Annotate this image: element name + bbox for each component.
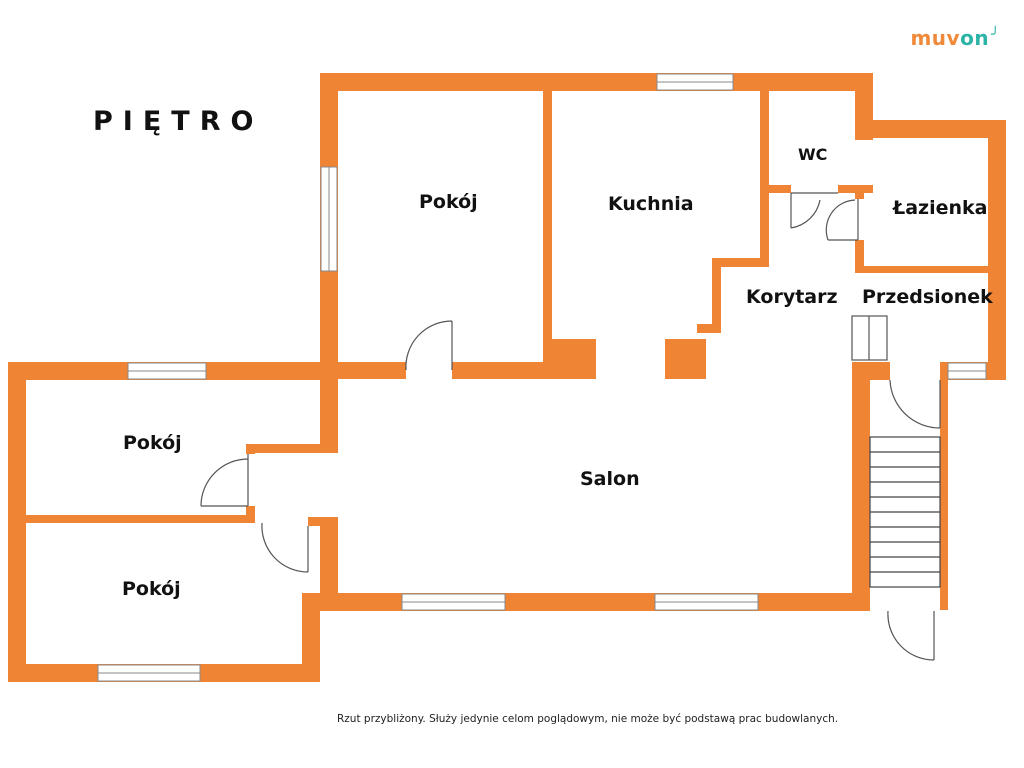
wall-salon-top-left bbox=[320, 362, 406, 379]
wall-bath-left-upper bbox=[855, 185, 864, 199]
windows bbox=[97, 73, 987, 682]
room-label-korytarz: Korytarz bbox=[746, 286, 838, 308]
doors bbox=[200, 192, 941, 661]
room-label-salon: Salon bbox=[580, 468, 640, 490]
room-label-pokoj-left-upper: Pokój bbox=[123, 432, 182, 454]
room-label-kuchnia: Kuchnia bbox=[608, 193, 694, 215]
wall-left-inner-v1 bbox=[246, 444, 255, 454]
room-label-lazienka: Łazienka bbox=[893, 197, 988, 219]
wall-stair-right bbox=[940, 362, 948, 610]
wall-bath-bottom bbox=[855, 266, 1006, 273]
wall-pokoj-kuchnia bbox=[543, 91, 552, 379]
door-lazienka bbox=[825, 199, 859, 241]
wall-left-lower-right bbox=[302, 593, 320, 682]
wall-kuchnia-right bbox=[760, 91, 769, 264]
wall-left-lower-step bbox=[308, 517, 338, 526]
window-salon-2 bbox=[654, 593, 759, 611]
pillar-right bbox=[665, 339, 706, 379]
wall-top bbox=[320, 73, 873, 91]
muvon-logo: muvon╯ bbox=[910, 26, 1000, 50]
wall-left-inner-upper bbox=[246, 444, 338, 453]
wall-hall-left bbox=[852, 362, 870, 610]
window-przedsionek bbox=[947, 362, 987, 380]
door-left-upper bbox=[200, 454, 249, 507]
disclaimer-text: Rzut przybliżony. Służy jedynie celom po… bbox=[337, 713, 839, 725]
room-label-przedsionek: Przedsionek bbox=[862, 286, 993, 308]
wall-left-outer bbox=[8, 362, 26, 682]
wall-hall-top-left bbox=[852, 362, 890, 380]
door-entrance bbox=[887, 610, 935, 661]
wall-right bbox=[988, 120, 1006, 380]
wall-bathroom-top bbox=[855, 120, 1006, 138]
wall-salon-top-mid bbox=[452, 362, 552, 379]
door-przedsionek-wardrobe bbox=[851, 315, 888, 361]
window-left-bottom bbox=[97, 664, 201, 682]
door-left-lower bbox=[261, 522, 309, 573]
wall-kuchnia-step-h2 bbox=[697, 324, 721, 333]
window-left-top bbox=[127, 362, 207, 380]
wall-left-inner-v2 bbox=[246, 506, 255, 523]
wall-kuchnia-step-h bbox=[712, 258, 769, 267]
wall-left-divider bbox=[26, 515, 248, 523]
wall-wc-bottom bbox=[769, 185, 791, 193]
room-label-wc: WC bbox=[798, 145, 828, 164]
door-pokoj-top bbox=[405, 320, 453, 371]
door-wc bbox=[790, 192, 838, 229]
wall-bath-left-lower bbox=[855, 240, 864, 272]
walls bbox=[8, 73, 1006, 682]
wall-salon-left-lower bbox=[320, 517, 338, 611]
window-salon-1 bbox=[401, 593, 506, 611]
room-label-pokoj-left-lower: Pokój bbox=[122, 578, 181, 600]
door-przedsionek bbox=[889, 379, 941, 429]
floor-title: PIĘTRO bbox=[93, 106, 264, 137]
wall-kuchnia-step-v bbox=[712, 258, 721, 330]
window-top-kuchnia bbox=[656, 73, 734, 91]
staircase bbox=[869, 436, 941, 588]
room-label-pokoj-top: Pokój bbox=[419, 191, 478, 213]
window-pokoj-left bbox=[320, 166, 338, 272]
